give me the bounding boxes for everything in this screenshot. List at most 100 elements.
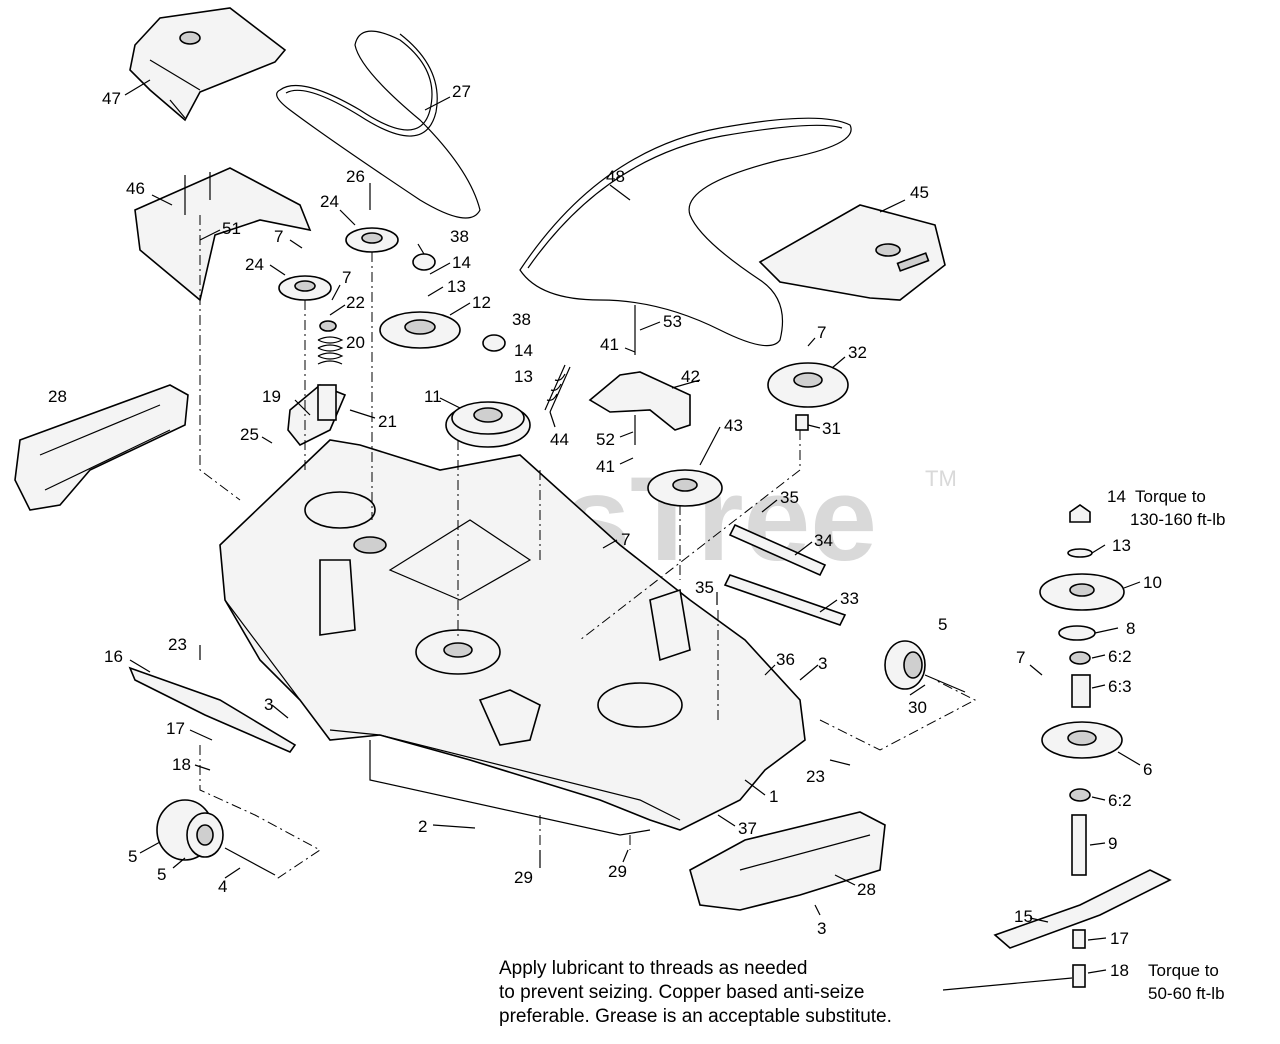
callout: 35 xyxy=(780,488,799,507)
callout: 6:3 xyxy=(1108,677,1132,696)
belt-48 xyxy=(519,117,852,347)
callout: 17 xyxy=(166,719,185,738)
callout: 5 xyxy=(128,847,137,866)
callout: 29 xyxy=(608,862,627,881)
callout: 14 xyxy=(514,341,533,360)
svg-text:Torque to: Torque to xyxy=(1148,961,1219,980)
align-line-9 xyxy=(199,745,321,881)
callout: 18 xyxy=(1110,961,1129,980)
callout: 41 xyxy=(600,335,619,354)
note-line-1: Apply lubricant to threads as needed xyxy=(499,958,808,979)
blade-16 xyxy=(128,666,297,753)
callout: 23 xyxy=(168,635,187,654)
callout: 7 xyxy=(817,323,826,342)
belt-cover-right xyxy=(758,204,946,301)
callout: 22 xyxy=(346,293,365,312)
callout: 47 xyxy=(102,89,121,108)
align-line-10 xyxy=(819,679,977,751)
callout: 2 xyxy=(418,817,427,836)
callout: 33 xyxy=(840,589,859,608)
callout: 45 xyxy=(910,183,929,202)
callout: 25 xyxy=(240,425,259,444)
svg-text:130-160 ft-lb: 130-160 ft-lb xyxy=(1130,510,1225,529)
callout: 24 xyxy=(245,255,264,274)
callout: 14 xyxy=(452,253,471,272)
callout: 13 xyxy=(447,277,466,296)
callout: 34 xyxy=(814,531,833,550)
pulley-24-upper xyxy=(345,227,399,253)
callout: 6:2 xyxy=(1108,647,1132,666)
callout: 1 xyxy=(769,787,778,806)
align-line-7 xyxy=(579,430,801,641)
callout: 7 xyxy=(342,268,351,287)
callout-labels: 47 27 46 26 24 51 7 24 38 14 13 12 7 22 … xyxy=(48,82,1162,980)
callout: 30 xyxy=(908,698,927,717)
callout: 44 xyxy=(550,430,569,449)
callout: 6:2 xyxy=(1108,791,1132,810)
callout: 41 xyxy=(596,457,615,476)
callout: 7 xyxy=(621,530,630,549)
tensioner-arm-19 xyxy=(287,384,347,447)
wheel-5-left xyxy=(156,799,224,861)
callout: 42 xyxy=(681,367,700,386)
pulley-43 xyxy=(647,469,723,507)
callout: 9 xyxy=(1108,834,1117,853)
callout: 8 xyxy=(1126,619,1135,638)
callout: 4 xyxy=(218,877,227,896)
callout: 3 xyxy=(817,919,826,938)
callout: 20 xyxy=(346,333,365,352)
align-line-1 xyxy=(199,215,241,501)
pulley-24-lower xyxy=(278,275,332,301)
callout: 3 xyxy=(818,654,827,673)
leader-lines xyxy=(124,79,1141,991)
note-line-2: to prevent seizing. Copper based anti-se… xyxy=(499,982,865,1003)
callout: 13 xyxy=(1112,536,1131,555)
callout: 18 xyxy=(172,755,191,774)
callout: 19 xyxy=(262,387,281,406)
svg-text:Torque to: Torque to xyxy=(1135,487,1206,506)
lubricant-note: Apply lubricant to threads as needed to … xyxy=(499,957,892,1029)
callout: 28 xyxy=(857,880,876,899)
baffle-33 xyxy=(723,574,847,626)
note-line-3: preferable. Grease is an acceptable subs… xyxy=(499,1006,892,1027)
spacer-31 xyxy=(795,414,809,431)
callout: 52 xyxy=(596,430,615,449)
idler-arm-42 xyxy=(588,371,691,431)
axle-4 xyxy=(224,847,276,876)
callout: 23 xyxy=(806,767,825,786)
callout: 10 xyxy=(1143,573,1162,592)
svg-text:50-60 ft-lb: 50-60 ft-lb xyxy=(1148,984,1225,1003)
align-line-11 xyxy=(539,815,631,850)
callout: 26 xyxy=(346,167,365,186)
bearing-22 xyxy=(319,320,337,332)
torque-note-18: Torque to 50-60 ft-lb xyxy=(1148,961,1225,1003)
callout: 28 xyxy=(48,387,67,406)
callout: 38 xyxy=(450,227,469,246)
cap-38-upper xyxy=(412,253,436,271)
callout: 12 xyxy=(472,293,491,312)
pulley-12 xyxy=(379,311,461,349)
callout: 27 xyxy=(452,82,471,101)
bumper-28-left xyxy=(14,384,189,511)
pulley-32 xyxy=(767,362,849,408)
callout: 13 xyxy=(514,367,533,386)
callout: 17 xyxy=(1110,929,1129,948)
callout: 48 xyxy=(606,167,625,186)
callout: 35 xyxy=(695,578,714,597)
callout: 16 xyxy=(104,647,123,666)
callout: 5 xyxy=(938,615,947,634)
bumper-28-right xyxy=(689,811,886,911)
callout: 21 xyxy=(378,412,397,431)
callout: 31 xyxy=(822,419,841,438)
idler-plate-46 xyxy=(134,167,312,302)
callout: 29 xyxy=(514,868,533,887)
belt-cover-left xyxy=(129,7,287,122)
callout: 3 xyxy=(264,695,273,714)
callout: 51 xyxy=(222,219,241,238)
pulley-11 xyxy=(445,401,531,448)
blade-15 xyxy=(993,869,1172,949)
belt-27 xyxy=(276,30,481,219)
spring-44 xyxy=(544,364,571,413)
torque-note-14: 14 Torque to 130-160 ft-lb xyxy=(1107,487,1225,529)
